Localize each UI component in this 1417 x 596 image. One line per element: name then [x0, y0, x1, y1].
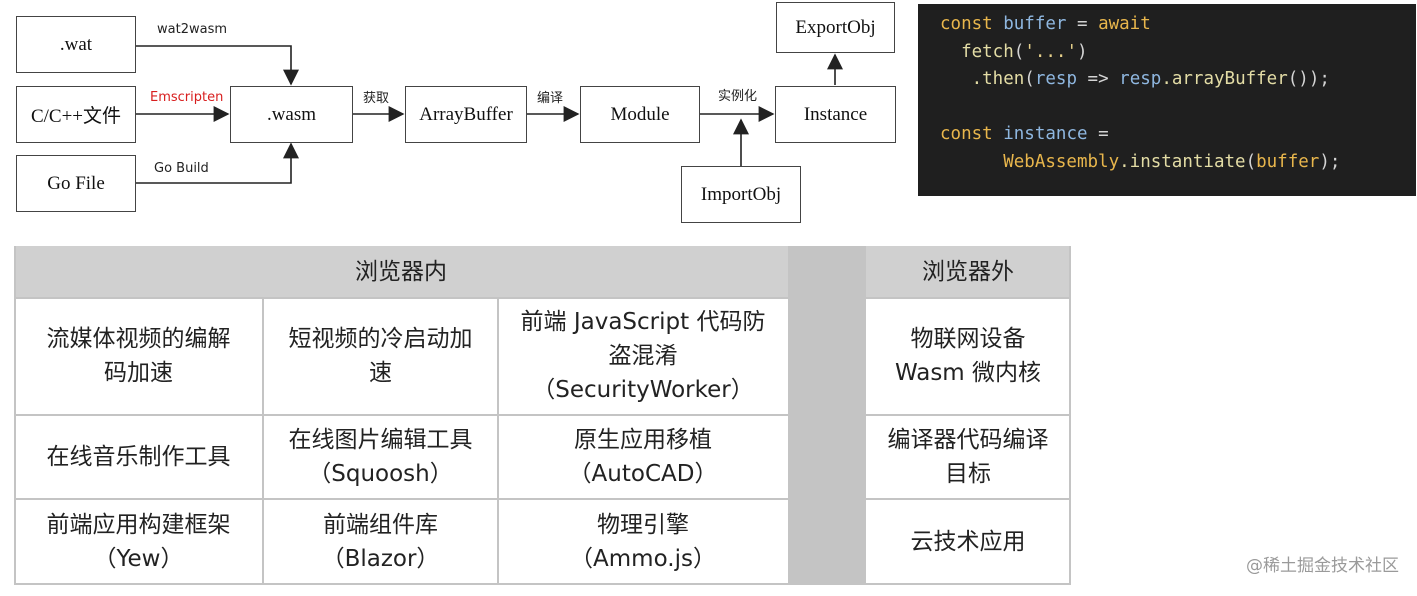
box-importobj: ImportObj	[681, 166, 801, 223]
label-wat2wasm: wat2wasm	[157, 22, 228, 37]
table-cell: 前端应用构建框架 （Yew）	[14, 499, 263, 584]
table-cell: 短视频的冷启动加 速	[263, 297, 498, 415]
table-cell: 物理引擎 （Ammo.js）	[498, 499, 788, 584]
table-cell: 原生应用移植 （AutoCAD）	[498, 415, 788, 499]
code-token: fetch	[961, 41, 1014, 62]
table-cell: 编译器代码编译 目标	[866, 415, 1070, 499]
code-token: );	[1319, 151, 1341, 172]
box-cfile: C/C++文件	[16, 86, 136, 143]
grid-line	[14, 414, 1070, 416]
table-cell: 物联网设备 Wasm 微内核	[866, 297, 1070, 415]
code-token: .arrayBuffer	[1161, 69, 1288, 89]
code-token: =	[1066, 14, 1099, 34]
table-cell: 云技术应用	[866, 499, 1070, 584]
code-token: =	[1087, 124, 1109, 144]
grid-line	[14, 297, 1070, 299]
code-token: =>	[1077, 69, 1120, 89]
code-token: buffer	[1003, 14, 1067, 34]
grid-line	[497, 297, 499, 585]
label-fetch: 获取	[363, 91, 390, 106]
flow-arrows	[136, 45, 843, 184]
table-cell: 流媒体视频的编解 码加速	[14, 297, 263, 415]
table-cell: 前端 JavaScript 代码防 盗混淆 （SecurityWorker）	[498, 297, 788, 415]
grid-line	[14, 498, 1070, 500]
code-token: await	[1098, 14, 1151, 34]
code-token: '...'	[1024, 41, 1077, 62]
code-token: WebAssembly	[1003, 151, 1120, 172]
label-gobuild: Go Build	[154, 161, 209, 176]
grid-line	[14, 246, 16, 585]
code-token: buffer	[1256, 151, 1320, 172]
code-token: .instantiate	[1119, 151, 1246, 172]
label-emscripten: Emscripten	[150, 90, 224, 105]
edge-go-wasm	[136, 142, 299, 184]
box-wat: .wat	[16, 16, 136, 73]
label-compile: 编译	[537, 91, 564, 106]
box-exportobj: ExportObj	[776, 2, 895, 53]
grid-line	[1069, 246, 1071, 585]
grid-line	[262, 297, 264, 585]
table-cell: 在线图片编辑工具 （Squoosh）	[263, 415, 498, 499]
watermark: @稀土掘金技术社区	[1246, 556, 1399, 576]
header-browser-in: 浏览器内	[14, 246, 788, 297]
code-token: .then	[971, 69, 1025, 89]
code-block: const buffer = await fetch('...') .then(…	[918, 4, 1416, 196]
code-token: ());	[1287, 69, 1330, 89]
code-token: const	[940, 14, 993, 34]
box-wasm: .wasm	[230, 86, 353, 143]
table-cell: 在线音乐制作工具	[14, 415, 263, 499]
code-token: instance	[1003, 124, 1088, 144]
edge-wat-wasm	[136, 45, 299, 86]
box-instance: Instance	[775, 86, 896, 143]
grid-line	[14, 583, 1070, 585]
box-module: Module	[580, 86, 700, 143]
code-token: const	[940, 124, 993, 144]
header-browser-out: 浏览器外	[866, 246, 1070, 297]
box-gofile: Go File	[16, 155, 136, 212]
box-arraybuffer: ArrayBuffer	[405, 86, 527, 143]
table-cell: 前端组件库 （Blazor）	[263, 499, 498, 584]
code-token: resp	[1119, 69, 1162, 89]
label-instantiate: 实例化	[718, 89, 758, 104]
code-token: resp	[1034, 69, 1077, 89]
